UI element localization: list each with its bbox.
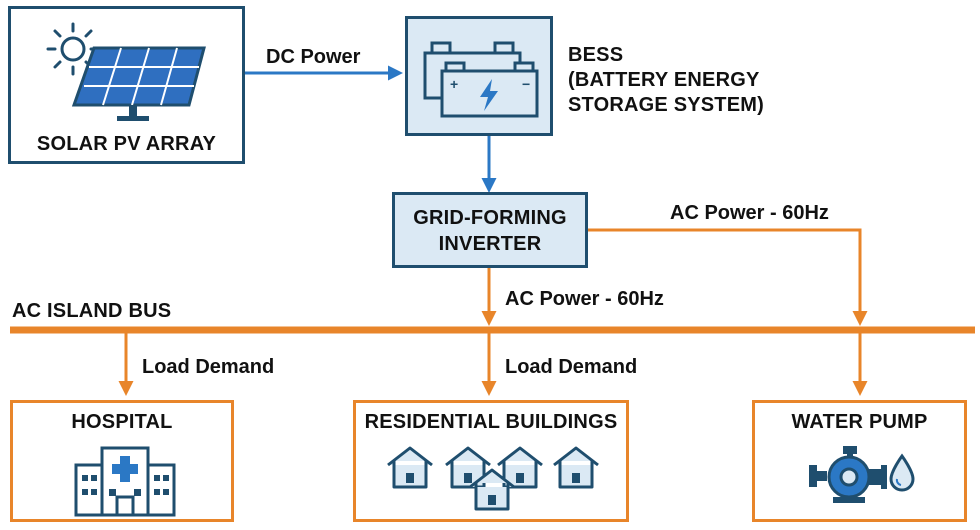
load-demand-label-residential: Load Demand: [505, 356, 638, 378]
residential-buildings-box: RESIDENTIAL BUILDINGS: [353, 400, 629, 522]
residential-title: RESIDENTIAL BUILDINGS: [364, 411, 618, 433]
bess-title-line2: (BATTERY ENERGY: [568, 69, 760, 91]
water-pump-box: WATER PUMP: [752, 400, 967, 522]
grid-forming-inverter-box: GRID-FORMING INVERTER: [392, 192, 588, 268]
houses-icon: [387, 446, 599, 511]
battery-icon: + −: [423, 41, 539, 118]
dc-power-label: DC Power: [266, 46, 361, 68]
ac-island-bus-title: AC ISLAND BUS: [12, 300, 172, 322]
ac-power-label-bus: AC Power - 60Hz: [505, 288, 664, 310]
inverter-to-pump-arrow: [588, 228, 868, 326]
solar-pv-array-title: SOLAR PV ARRAY: [36, 133, 217, 155]
svg-text:−: −: [522, 76, 530, 92]
solar-pv-array-box: SOLAR PV ARRAY: [8, 6, 245, 164]
water-pump-title: WATER PUMP: [791, 411, 928, 433]
hospital-title: HOSPITAL: [71, 411, 173, 433]
bess-title-line3: STORAGE SYSTEM): [568, 94, 764, 116]
hospital-box: HOSPITAL: [10, 400, 234, 522]
inverter-title-line1: GRID-FORMING: [413, 207, 567, 229]
load-demand-label-hospital: Load Demand: [142, 356, 275, 378]
bess-title-line1: BESS: [568, 44, 624, 66]
solar-panel-icon: [71, 46, 206, 121]
water-drop-icon: [889, 453, 915, 492]
inverter-title-line2: INVERTER: [438, 233, 542, 255]
svg-text:+: +: [450, 76, 458, 92]
pump-icon: [809, 446, 887, 503]
bess-box: + −: [405, 16, 553, 136]
ac-power-label-pump: AC Power - 60Hz: [670, 202, 829, 224]
hospital-icon: [74, 446, 176, 517]
